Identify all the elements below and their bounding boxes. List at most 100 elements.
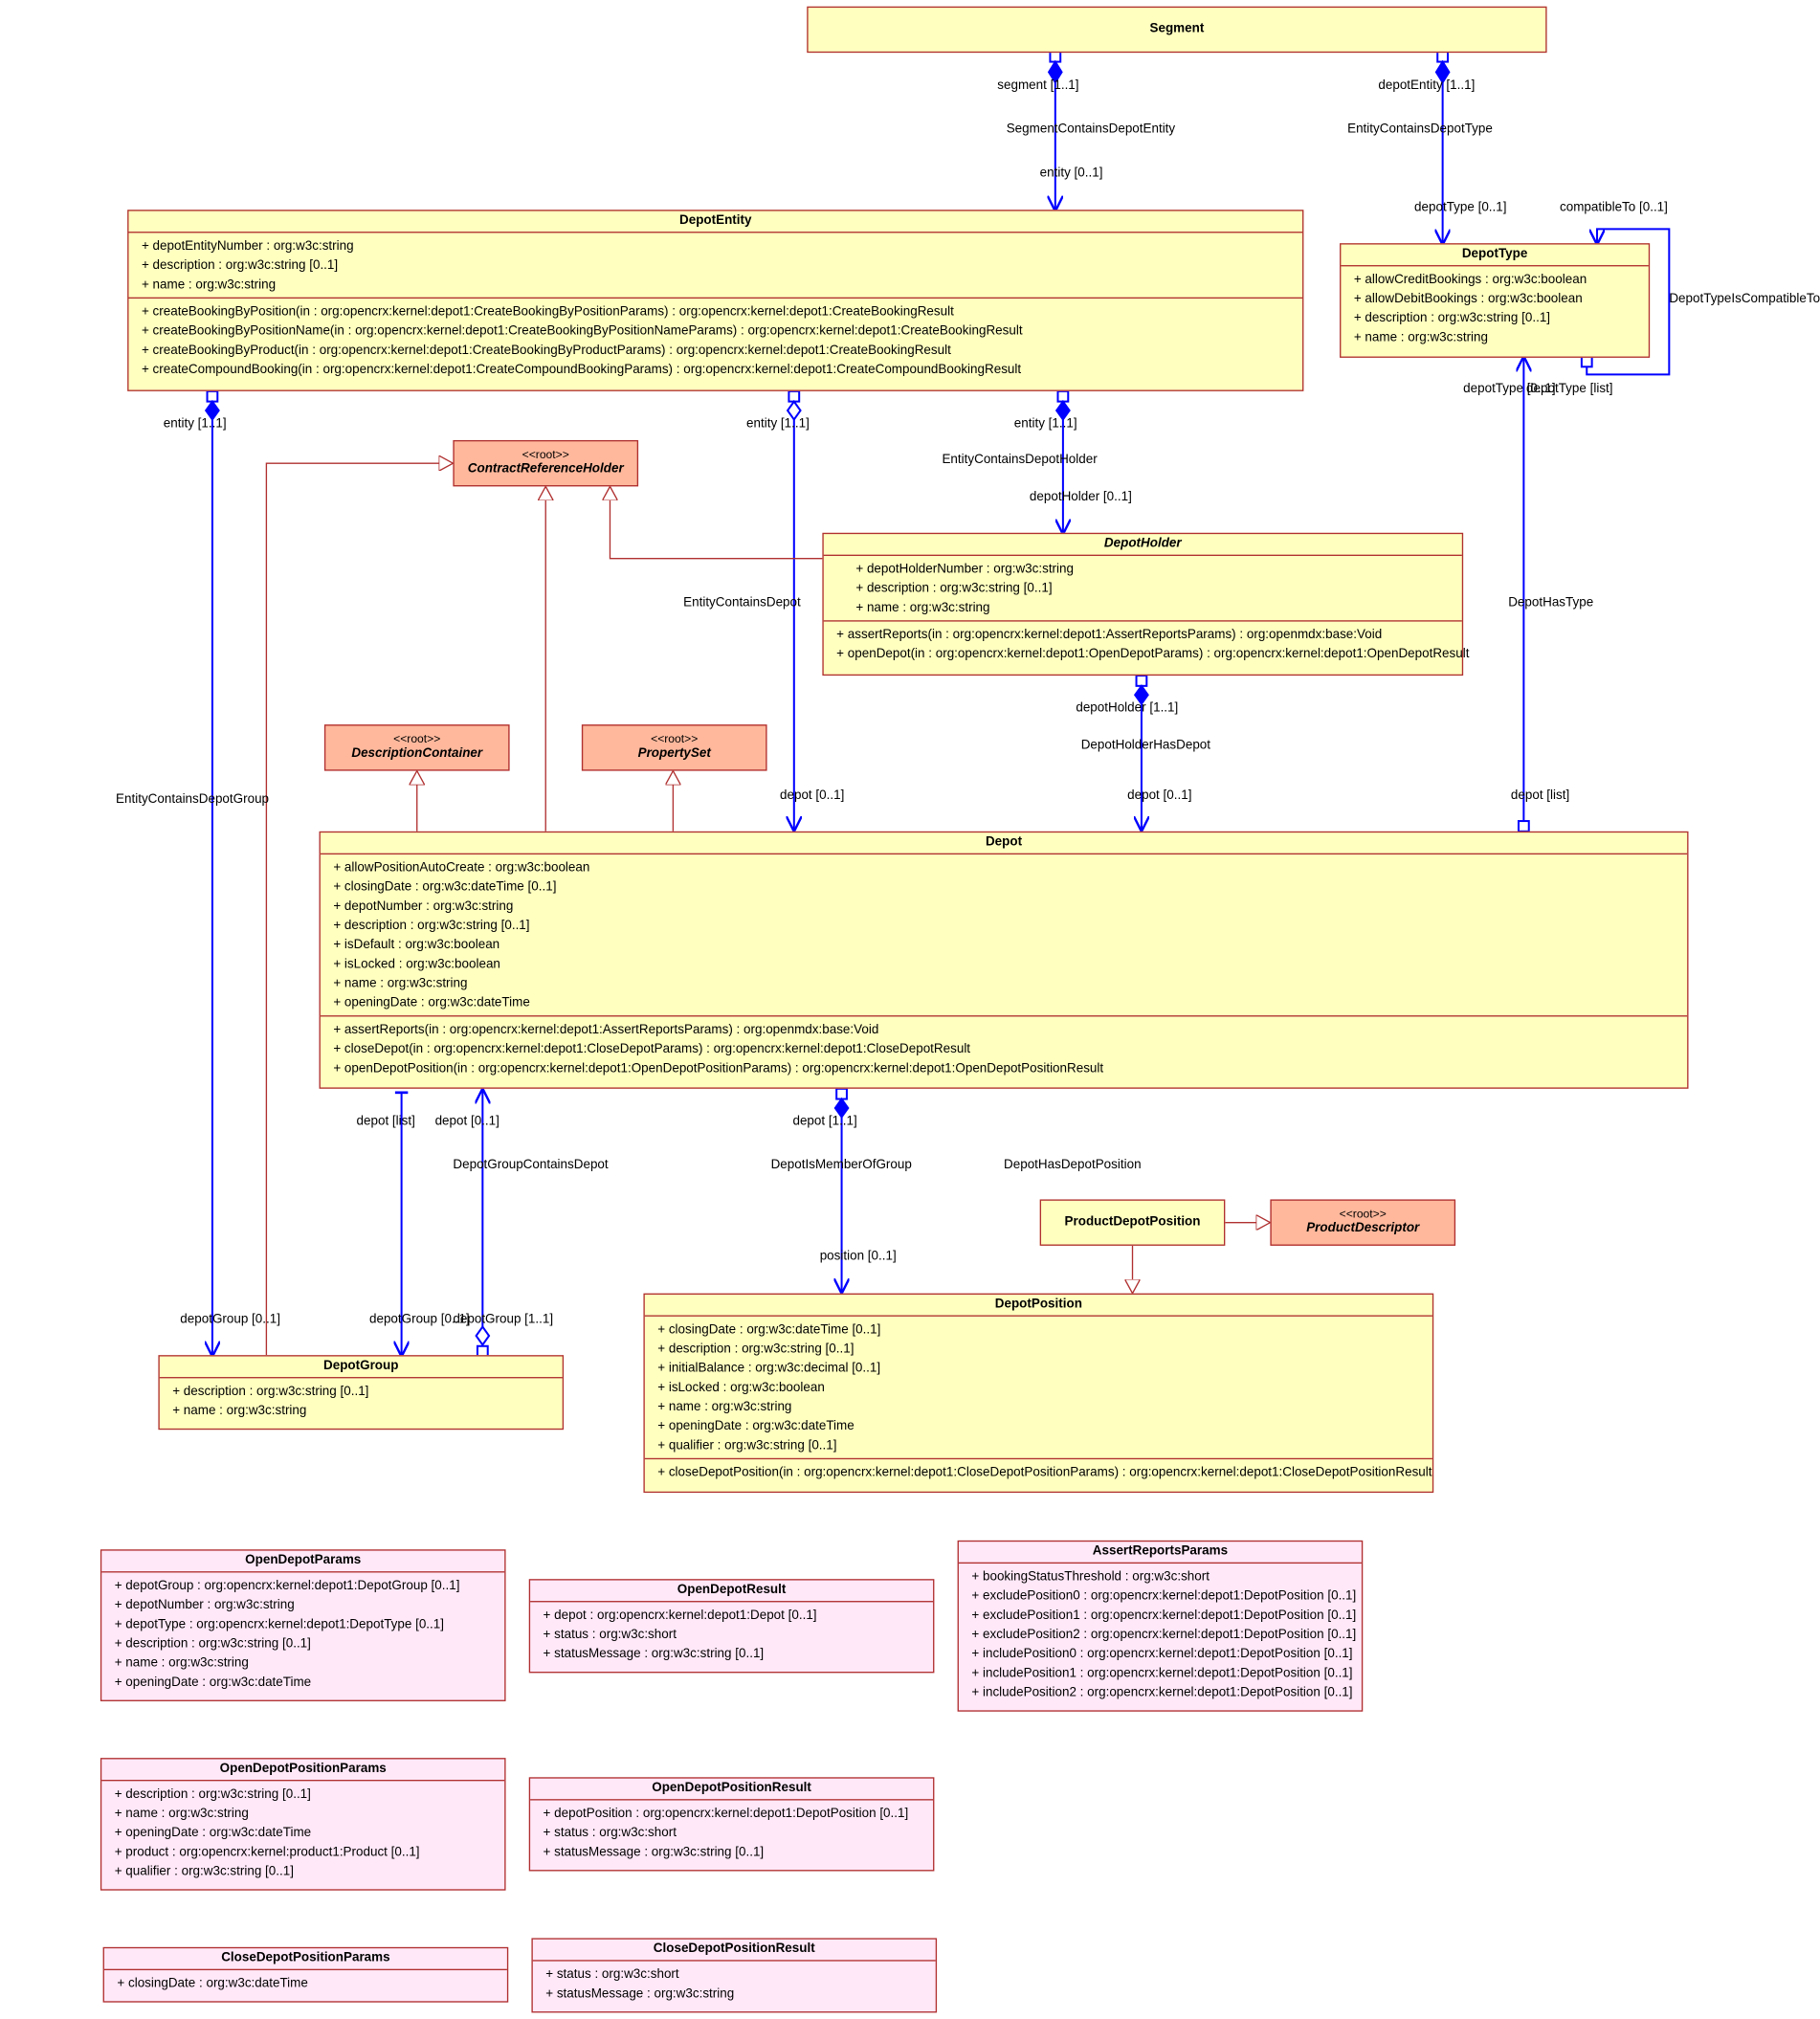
edge-label: entity [1..1] xyxy=(1013,416,1077,432)
edge-label: depotEntity [1..1] xyxy=(1378,78,1476,93)
class-name: CloseDepotPositionResult xyxy=(532,1940,936,1962)
attribute-row: + depotEntityNumber : org:w3c:string xyxy=(141,239,354,254)
attribute-row: + excludePosition2 : org:opencrx:kernel:… xyxy=(971,1628,1357,1643)
attribute-row: + excludePosition1 : org:opencrx:kernel:… xyxy=(971,1609,1357,1623)
operation-row: + closeDepot(in : org:opencrx:kernel:dep… xyxy=(333,1042,971,1057)
attribute-row: + initialBalance : org:w3c:decimal [0..1… xyxy=(657,1361,881,1376)
class-name: Segment xyxy=(1149,21,1205,36)
class-productdepotposition: ProductDepotPosition xyxy=(1039,1199,1226,1246)
class-opendepotpositionresult: OpenDepotPositionResult + depotPosition :… xyxy=(528,1777,935,1872)
class-name: ProductDescriptor xyxy=(1306,1221,1420,1236)
class-name: DepotHolder xyxy=(823,534,1462,556)
attribute-row: + product : org:opencrx:kernel:product1:… xyxy=(114,1845,420,1860)
edge-label: EntityContainsDepotHolder xyxy=(942,453,1098,468)
attribute-row: + qualifier : org:w3c:string [0..1] xyxy=(114,1864,294,1879)
class-productdescriptor: <<root>>ProductDescriptor xyxy=(1270,1199,1456,1246)
class-depotentity: DepotEntity+ depotEntityNumber : org:w3c… xyxy=(127,210,1304,391)
gen-depotgroup-crh xyxy=(265,463,453,1356)
edge-label: depotGroup [0..1] xyxy=(368,1312,470,1327)
edge-label: DepotHolderHasDepot xyxy=(1080,738,1211,753)
attribute-row: + description : org:w3c:string [0..1] xyxy=(114,1787,311,1802)
attribute-row: + statusMessage : org:w3c:string xyxy=(545,1986,735,2002)
class-assertreportsparams: AssertReportsParams + bookingStatusThresh… xyxy=(957,1540,1364,1712)
class-segment: Segment xyxy=(807,6,1547,54)
edge-label: depotType [list] xyxy=(1526,382,1613,397)
operation-row: + createBookingByPositionName(in : org:o… xyxy=(141,323,1023,339)
edge-label: depotGroup [0..1] xyxy=(180,1312,280,1327)
attribute-row: + name : org:w3c:string xyxy=(855,601,990,615)
edge-label: segment [1..1] xyxy=(997,78,1079,93)
edge-label: entity [1..1] xyxy=(163,416,227,432)
class-name: OpenDepotPositionResult xyxy=(530,1779,934,1801)
class-propertyset: <<root>>PropertySet xyxy=(581,724,767,771)
edge-label: depot [1..1] xyxy=(792,1114,857,1129)
class-descriptioncontainer: <<root>>DescriptionContainer xyxy=(323,724,510,771)
stereotype: <<root>> xyxy=(651,732,699,745)
operation-row: + assertReports(in : org:opencrx:kernel:… xyxy=(836,628,1383,643)
attribute-row: + openingDate : org:w3c:dateTime xyxy=(114,1826,312,1841)
edge-label: depot [list] xyxy=(1510,788,1570,804)
attribute-row: + depotPosition : org:opencrx:kernel:dep… xyxy=(543,1807,909,1822)
class-name: DepotGroup xyxy=(159,1357,563,1379)
edge-label: DepotIsMemberOfGroup xyxy=(770,1158,912,1173)
attribute-row: + status : org:w3c:short xyxy=(545,1967,679,1983)
class-name: PropertySet xyxy=(637,746,711,761)
stereotype: <<root>> xyxy=(393,732,441,745)
attributes-compartment: + allowCreditBookings : org:w3c:boolean+… xyxy=(1341,266,1648,349)
edge-label: SegmentContainsDepotEntity xyxy=(1006,122,1176,137)
operations-compartment: + assertReports(in : org:opencrx:kernel:… xyxy=(320,1015,1688,1081)
stereotype: <<root>> xyxy=(522,448,569,461)
class-name: AssertReportsParams xyxy=(958,1542,1362,1564)
class-opendepotpositionparams: OpenDepotPositionParams+ description : o… xyxy=(100,1758,506,1891)
operation-row: + createBookingByPosition(in : org:openc… xyxy=(141,304,954,320)
attribute-row: + description : org:w3c:string [0..1] xyxy=(855,581,1053,596)
class-name: CloseDepotPositionParams xyxy=(103,1948,507,1971)
attributes-compartment: + depotGroup : org:opencrx:kernel:depot1… xyxy=(101,1572,504,1695)
attribute-row: + closingDate : org:w3c:dateTime [0..1] xyxy=(657,1322,881,1338)
attribute-row: + status : org:w3c:short xyxy=(543,1826,677,1841)
attributes-compartment: + status : org:w3c:short + statusMessage … xyxy=(533,1962,936,2007)
class-opendepotparams: OpenDepotParams+ depotGroup : org:opencr… xyxy=(100,1549,506,1701)
attributes-compartment: + allowPositionAutoCreate : org:w3c:bool… xyxy=(321,854,1687,1015)
class-depottype: DepotType+ allowCreditBookings : org:w3c… xyxy=(1340,243,1651,358)
operation-row: + openDepotPosition(in : org:opencrx:ker… xyxy=(333,1061,1104,1076)
attribute-row: + description : org:w3c:string [0..1] xyxy=(172,1385,369,1399)
edge-label: DepotHasDepotPosition xyxy=(1004,1158,1142,1173)
attribute-row: + description : org:w3c:string [0..1] xyxy=(657,1342,855,1357)
attributes-compartment: + closingDate : org:w3c:dateTime [0..1] +… xyxy=(645,1317,1432,1458)
edge-label: DepotGroupContainsDepot xyxy=(453,1158,609,1173)
operation-row: + createBookingByProduct(in : org:opencr… xyxy=(141,344,951,358)
attribute-row: + depotGroup : org:opencrx:kernel:depot1… xyxy=(114,1579,460,1593)
edge-label: depotType [0..1] xyxy=(1414,200,1507,215)
attribute-row: + closingDate : org:w3c:dateTime [0..1] xyxy=(333,879,557,895)
attribute-row: + bookingStatusThreshold : org:w3c:short xyxy=(971,1569,1210,1585)
edge-label: compatibleTo [0..1] xyxy=(1560,200,1668,215)
class-name: ContractReferenceHolder xyxy=(467,461,624,477)
class-name: DepotType xyxy=(1341,245,1649,267)
operations-compartment: + closeDepotPosition(in : org:opencrx:ke… xyxy=(644,1457,1432,1485)
attribute-row: + isLocked : org:w3c:boolean xyxy=(657,1381,825,1395)
edge-label: DepotTypeIsCompatibleTo xyxy=(1669,292,1820,307)
class-closedepotpositionresult: CloseDepotPositionResult+ status : org:w… xyxy=(531,1938,938,2013)
attribute-row: + description : org:w3c:string [0..1] xyxy=(333,919,530,934)
attribute-row: + openingDate : org:w3c:dateTime xyxy=(333,995,530,1010)
attribute-row: + depot : org:opencrx:kernel:depot1:Depo… xyxy=(543,1609,817,1623)
stereotype: <<root>> xyxy=(1339,1207,1387,1220)
operation-row: + assertReports(in : org:opencrx:kernel:… xyxy=(333,1023,879,1037)
edge-label: depot [list] xyxy=(356,1114,415,1129)
attributes-compartment: + depotPosition : org:opencrx:kernel:dep… xyxy=(530,1801,933,1865)
gen-depotholder-crh xyxy=(610,486,823,560)
attribute-row: + status : org:w3c:short xyxy=(543,1628,677,1643)
attribute-row: + name : org:w3c:string xyxy=(333,976,468,991)
attribute-row: + allowDebitBookings : org:w3c:boolean xyxy=(1353,292,1583,307)
operation-row: + openDepot(in : org:opencrx:kernel:depo… xyxy=(836,647,1470,662)
attributes-compartment: + closingDate : org:w3c:dateTime xyxy=(104,1970,507,1996)
attribute-row: + name : org:w3c:string xyxy=(114,1655,249,1671)
edge-label: DepotHasType xyxy=(1508,595,1594,610)
edge-label: depotGroup [1..1] xyxy=(453,1312,554,1327)
class-depot: Depot+ allowPositionAutoCreate : org:w3c… xyxy=(319,831,1689,1089)
attribute-row: + description : org:w3c:string [0..1] xyxy=(114,1636,311,1652)
attribute-row: + statusMessage : org:w3c:string [0..1] xyxy=(543,1647,765,1662)
